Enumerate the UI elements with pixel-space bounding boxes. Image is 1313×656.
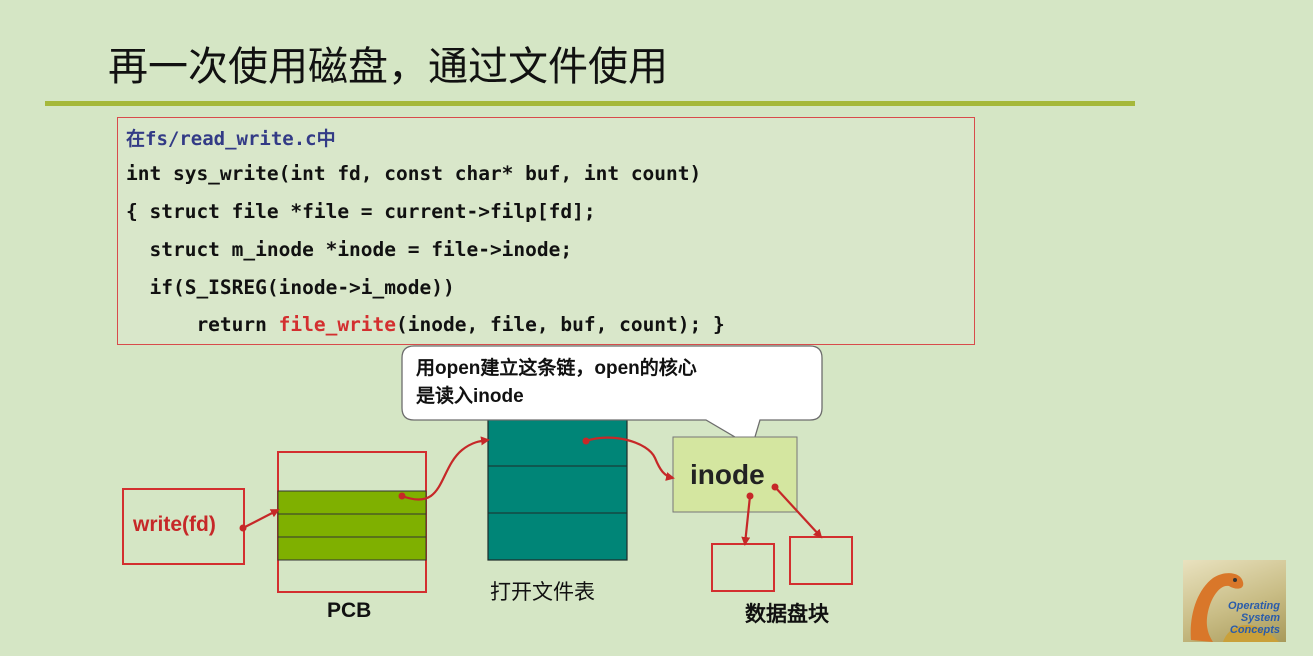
code-box: 在fs/read_write.c中 int sys_write(int fd, …: [117, 117, 975, 345]
code-line-2: { struct file *file = current->filp[fd];: [126, 200, 596, 223]
code-highlight-file-write: file_write: [278, 313, 397, 336]
callout-line-1: 用open建立这条链，open的核心: [416, 358, 697, 379]
data-blocks-label: 数据盘块: [745, 603, 829, 626]
code-line-3: struct m_inode *inode = file->inode;: [126, 238, 573, 261]
arrow-pcb-to-table: [398, 436, 490, 501]
data-block-2: [789, 536, 853, 585]
code-line-5-suffix: (inode, file, buf, count); }: [396, 313, 725, 336]
inode-label: inode: [690, 459, 765, 490]
title-divider: [45, 101, 1135, 106]
book-title-line-1: Operating: [1228, 600, 1280, 612]
book-cover-logo: Operating System Concepts: [1183, 560, 1286, 642]
code-line-5-prefix: return: [126, 313, 279, 336]
book-title-line-3: Concepts: [1229, 624, 1280, 636]
dinosaur-icon: [1190, 573, 1279, 642]
code-line-5: return file_write(inode, file, buf, coun…: [126, 313, 725, 336]
write-call-label: write(fd): [133, 513, 216, 536]
arrow-write-to-pcb: [239, 509, 280, 532]
callout-line-2: 是读入inode: [416, 386, 524, 407]
code-file-line: 在fs/read_write.c中: [126, 128, 336, 150]
data-block-1: [711, 543, 775, 592]
pcb-block: [277, 451, 427, 593]
pcb-label: PCB: [327, 599, 372, 622]
slide-title: 再一次使用磁盘，通过文件使用: [108, 44, 668, 90]
callout-text: 用open建立这条链，open的核心 是读入inode: [416, 355, 816, 411]
code-line-4: if(S_ISREG(inode->i_mode)): [126, 276, 455, 299]
open-file-table: [487, 409, 628, 561]
book-title-line-2: System: [1240, 612, 1280, 624]
inode-box: [672, 436, 798, 513]
arrow-inode-to-block-2: [771, 483, 823, 539]
callout-bubble: [401, 345, 823, 448]
code-line-1: int sys_write(int fd, const char* buf, i…: [126, 162, 702, 185]
arrow-inode-to-block-1: [741, 492, 754, 546]
arrow-table-to-inode: [582, 436, 675, 481]
open-file-table-label: 打开文件表: [490, 581, 595, 604]
